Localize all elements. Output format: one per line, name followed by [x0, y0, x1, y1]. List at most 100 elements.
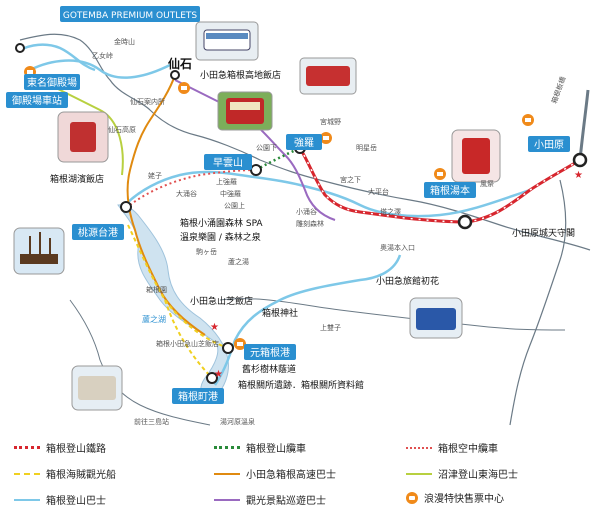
- label-hakone-itabashi: 箱根板橋: [549, 75, 567, 104]
- legend-label: 箱根空中纜車: [438, 444, 498, 455]
- label-chokoku: 雕刻森林: [296, 219, 324, 228]
- label-miyanoshita: 宮之下: [340, 175, 361, 184]
- svg-text:箱根町港: 箱根町港: [178, 390, 218, 403]
- photo-ropeway: [57, 111, 109, 163]
- legend-swatch: [214, 446, 240, 449]
- label-otomezaka: 乙女峠: [92, 51, 113, 60]
- label-sengokuhara-hotel: 小田急箱根高地飯店: [200, 69, 281, 81]
- station-dot-togendai[interactable]: [120, 201, 132, 213]
- station-dot-yumoto[interactable]: [457, 214, 473, 230]
- svg-text:GOTEMBA PREMIUM OUTLETS: GOTEMBA PREMIUM OUTLETS: [63, 11, 198, 21]
- station-dot-motohakone[interactable]: [222, 342, 234, 354]
- label-hakone-en: 箱根園: [146, 285, 167, 294]
- label-hotel-hatsuhana: 小田急旅館初花: [376, 275, 439, 287]
- label-kintoki: 金時山: [114, 37, 135, 46]
- legend-label: 箱根登山纜車: [246, 444, 306, 455]
- svg-text:東名御殿場: 東名御殿場: [27, 76, 77, 89]
- photo-bus-top: [195, 21, 259, 61]
- ticket-icon: [406, 491, 418, 504]
- label-okuyumoto: 奧湯本入口: [380, 243, 415, 252]
- legend-item-cablecar: 箱根登山纜車: [214, 440, 306, 455]
- ticket-icon-sengoku: [178, 82, 190, 94]
- label-togendai[interactable]: 桃源台港: [72, 224, 124, 240]
- label-koma: 駒ヶ岳: [196, 247, 217, 256]
- legend-item-ticket-centre: 浪漫特快售票中心: [406, 490, 504, 505]
- svg-text:元箱根港: 元箱根港: [250, 346, 290, 359]
- photo-bus-blue: [409, 297, 463, 339]
- station-dot-gotemba[interactable]: [15, 43, 25, 53]
- label-higashi-gotemba[interactable]: 東名御殿場: [24, 74, 80, 90]
- legend-item-sightseeing-bus: 觀光景點巡遊巴士: [214, 492, 326, 507]
- label-koen-shita: 公園下: [256, 144, 277, 152]
- legend-swatch: [214, 472, 240, 475]
- legend-swatch: [406, 446, 432, 449]
- photo-bus-red: [299, 57, 357, 95]
- photo-pirate-ship: [13, 227, 65, 275]
- legend-swatch: [214, 498, 240, 501]
- label-kazamatsuri: 風祭: [480, 179, 494, 188]
- label-gotemba-station[interactable]: 御殿場車站: [6, 92, 68, 108]
- legend-label: 箱根登山巴士: [46, 496, 106, 507]
- station-dot-sengoku[interactable]: [170, 70, 180, 80]
- label-koen-kami: 公園上: [224, 201, 245, 210]
- legend-item-pirate-ship: 箱根海賊觀光船: [14, 466, 116, 481]
- label-yunessun-1: 箱根小涌園森林 SPA: [180, 217, 263, 229]
- label-sekisho: 箱根關所遺跡．箱根關所資料館: [238, 379, 364, 391]
- station-dot-sounzan[interactable]: [250, 164, 262, 176]
- svg-text:早雲山: 早雲山: [213, 157, 243, 169]
- svg-text:小田原: 小田原: [534, 139, 564, 151]
- legend-item-ropeway: 箱根空中纜車: [406, 440, 498, 455]
- star-shrine: ★: [210, 322, 219, 333]
- photo-bus-left: [71, 365, 123, 411]
- legend-label: 小田急箱根高速巴士: [246, 470, 336, 481]
- label-sengoku-kogen: 仙石高原: [108, 125, 136, 134]
- photo-train-sounzan: [217, 91, 273, 131]
- legend-item-tozan-railway: 箱根登山鐵路: [14, 440, 106, 455]
- legend-label: 箱根海賊觀光船: [46, 470, 116, 481]
- label-motohakone[interactable]: 元箱根港: [244, 344, 296, 360]
- label-sengoku: 仙石: [168, 56, 192, 71]
- route-ropeway: [129, 169, 257, 206]
- label-sengoku-annai: 仙石案内所: [130, 97, 165, 106]
- label-nakagora: 中強羅: [220, 189, 241, 198]
- route-pirate-ship: [127, 224, 229, 379]
- route-outlets-bus: [19, 43, 96, 72]
- legend-item-tokai-bus: 沼津登山東海巴士: [406, 466, 518, 481]
- station-dot-odawara[interactable]: [572, 152, 588, 168]
- legend-label: 觀光景點巡遊巴士: [246, 496, 326, 507]
- label-sounzan[interactable]: 早雲山: [204, 154, 252, 170]
- star-sekisho: ★: [214, 369, 223, 380]
- odawara-rail: [578, 89, 590, 161]
- route-sightseeing-bus: [174, 79, 336, 221]
- coast-line: [509, 179, 567, 426]
- legend-label: 箱根登山鐵路: [46, 444, 106, 455]
- svg-text:御殿場車站: 御殿場車站: [12, 94, 62, 107]
- station-dot-hakonemachi[interactable]: [206, 372, 218, 384]
- label-ashinoyu: 蘆之湯: [228, 257, 249, 266]
- label-kamiyu: 上強羅: [216, 177, 237, 186]
- legend-item-highway-bus: 小田急箱根高速巴士: [214, 466, 336, 481]
- map-legend: 箱根登山鐵路 箱根登山纜車 箱根空中纜車 箱根海賊觀光船 小田急箱根高速巴士 沼…: [0, 428, 600, 516]
- label-ubako: 姥子: [148, 171, 162, 180]
- ticket-icon-motohakone: [234, 338, 246, 350]
- legend-swatch: [406, 472, 432, 475]
- label-outlets[interactable]: GOTEMBA PREMIUM OUTLETS: [60, 6, 200, 22]
- svg-text:強羅: 強羅: [294, 136, 314, 149]
- label-kami-futago: 上雙子: [320, 323, 341, 332]
- label-gora[interactable]: 強羅: [286, 134, 322, 150]
- label-hakone-yumoto[interactable]: 箱根湯本: [424, 182, 476, 198]
- label-myojo: 明星岳: [356, 144, 377, 152]
- legend-label: 沼津登山東海巴士: [438, 470, 518, 481]
- label-hakone-ashinoko-hotel: 箱根小田急山芝飯店: [156, 339, 219, 348]
- legend-swatch: [14, 498, 40, 501]
- label-hakone-machi[interactable]: 箱根町港: [172, 388, 224, 404]
- label-odawara[interactable]: 小田原: [528, 136, 570, 152]
- svg-text:箱根湯本: 箱根湯本: [430, 184, 470, 197]
- legend-label: 浪漫特快售票中心: [424, 494, 504, 505]
- ticket-icon-yumoto: [434, 168, 446, 180]
- label-odawara-castle: 小田原城天守閣: [512, 227, 575, 239]
- label-mishima: 前往三島站: [134, 417, 169, 426]
- label-owakudani: 大涌谷: [176, 189, 197, 198]
- ticket-icon-odawara: [522, 114, 534, 126]
